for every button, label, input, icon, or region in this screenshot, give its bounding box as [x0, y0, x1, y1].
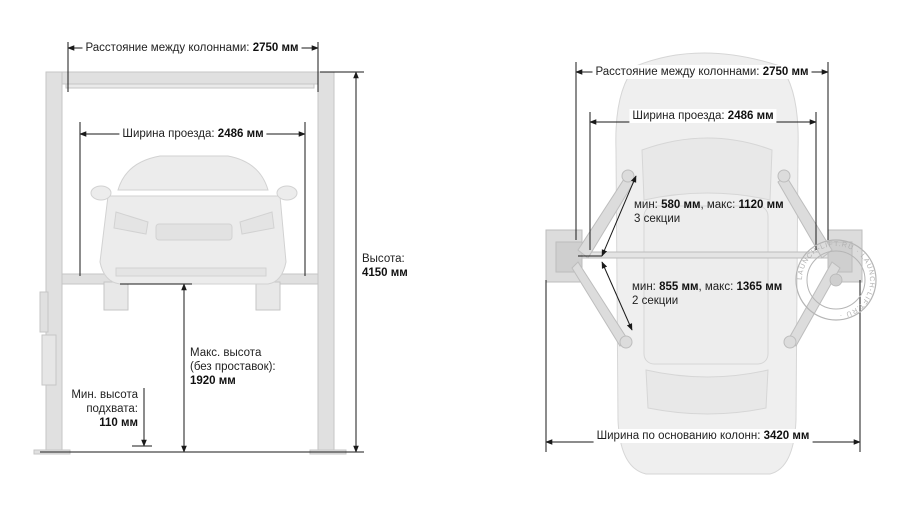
crossbar-top: [581, 251, 829, 259]
front-column-distance-label: Расстояние между колоннами: 2750 мм: [82, 41, 302, 55]
top-drive-width-label: Ширина проезда: 2486 мм: [629, 109, 777, 123]
left-column-motor: [39, 291, 49, 333]
arm-right-front: [777, 175, 833, 259]
rear-window-top: [645, 369, 769, 415]
right-mirror: [276, 185, 298, 201]
left-column-pump: [41, 334, 57, 386]
dim-arm-2-sections: [601, 261, 633, 331]
arm-right-rear: [787, 261, 841, 347]
right-arm-pad: [255, 281, 281, 311]
dim-arm-3-sections: [601, 175, 637, 257]
roof-top: [643, 205, 769, 365]
left-headlight: [113, 211, 149, 235]
top-column-distance-label: Расстояние между колоннами: 2750 мм: [592, 65, 812, 79]
pad-right-rear: [783, 335, 797, 349]
top-beam-lower: [65, 83, 315, 89]
front-view-car: [90, 155, 298, 285]
right-column: [317, 71, 335, 453]
car-bumper: [115, 267, 267, 277]
pad-left-rear: [619, 335, 633, 349]
car-roof: [117, 155, 269, 191]
pad-right-front: [777, 169, 791, 183]
car-grille: [155, 223, 233, 241]
arm-2-sections-label: мин: 855 мм, макс: 1365 мм 2 секции: [632, 281, 783, 307]
min-pickup-label: Мин. высота подхвата: 110 мм: [71, 389, 138, 429]
left-column: [45, 71, 63, 453]
windshield-top: [641, 137, 773, 201]
height-label: Высота: 4150 мм: [362, 253, 408, 279]
pad-left-front: [621, 169, 635, 183]
max-height-label: Макс. высота (без проставок): 1920 мм: [190, 347, 276, 387]
right-headlight: [239, 211, 275, 235]
top-view-car: [615, 52, 799, 475]
base-width-label: Ширина по основанию колонн: 3420 мм: [593, 429, 813, 443]
front-view-lift: [33, 71, 347, 455]
front-drive-width-label: Ширина проезда: 2486 мм: [119, 127, 267, 141]
arm-3-sections-label: мин: 580 мм, макс: 1120 мм 3 секции: [634, 199, 784, 225]
left-arm-pad: [103, 281, 129, 311]
left-mirror: [90, 185, 112, 201]
top-beam: [61, 71, 319, 85]
